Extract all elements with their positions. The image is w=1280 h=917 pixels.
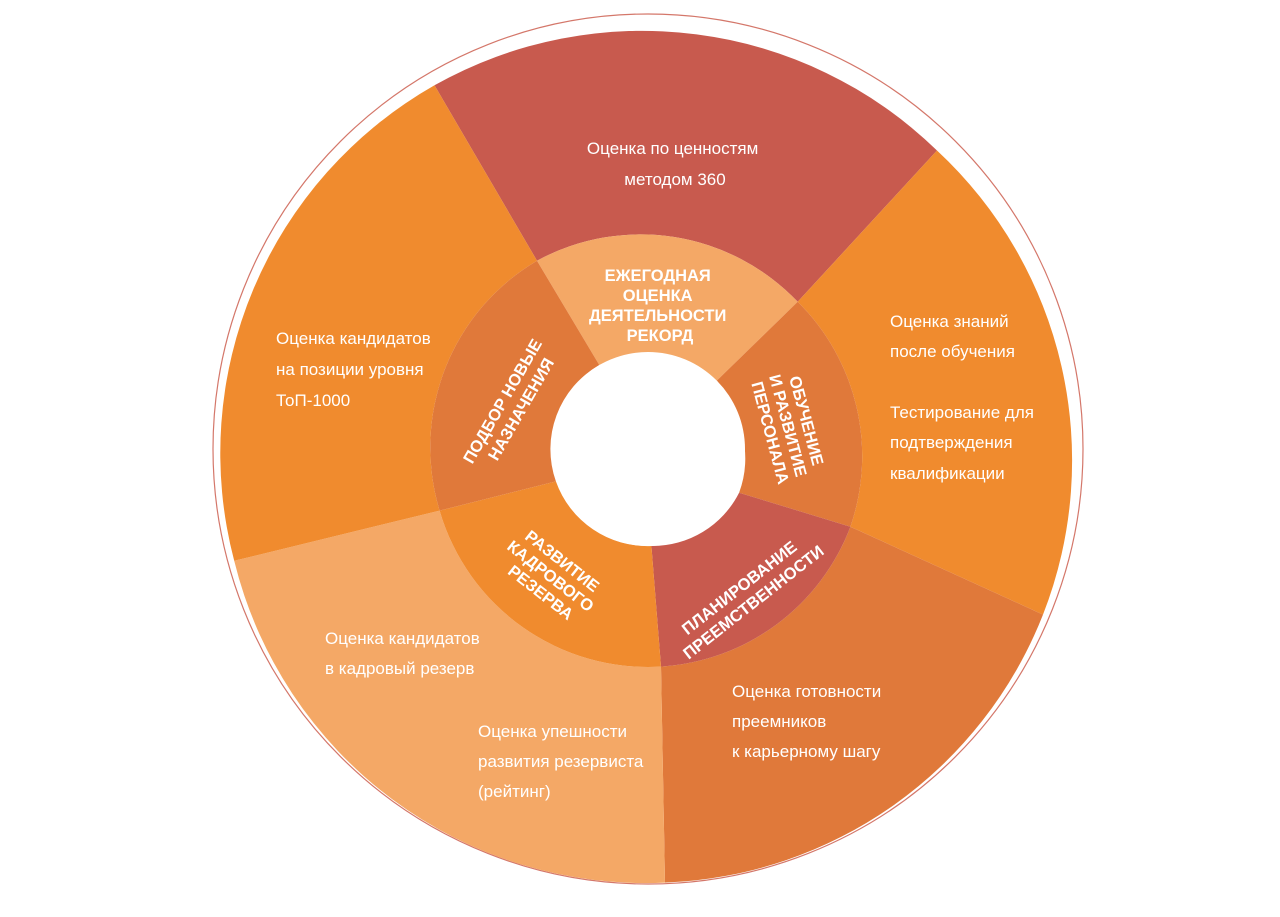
outer-label-reserve-assessment: Оценка кандидатов в кадровый резерв Оцен… <box>325 629 648 801</box>
outer-label-readiness: Оценка готовности преемников к карьерном… <box>732 682 886 761</box>
outer-sector-readiness <box>661 526 1043 883</box>
outer-sector-top1000 <box>220 85 538 561</box>
inner-sector-reserve <box>439 481 661 667</box>
outer-label-top1000: Оценка кандидатов на позиции уровня ТоП-… <box>276 329 436 410</box>
outer-sector-knowledge <box>797 150 1073 615</box>
inner-label-training: ОБУЧЕНИЕ И РАЗВИТИЕ ПЕРСОНАЛА <box>747 368 829 488</box>
inner-sector-record <box>537 234 798 386</box>
outer-label-values: Оценка по ценностям методом 360 <box>587 139 763 189</box>
outer-rim <box>212 13 1084 885</box>
outer-sector-reserve-assessment <box>234 510 665 884</box>
outer-sector-values <box>434 30 937 302</box>
center-hole <box>551 352 745 546</box>
inner-sector-succession <box>651 492 851 667</box>
inner-label-record: ЕЖЕГОДНАЯ ОЦЕНКА ДЕЯТЕЛЬНОСТИ РЕКОРД <box>589 267 731 345</box>
inner-sector-training <box>711 301 863 527</box>
inner-sector-selection <box>430 260 600 511</box>
outer-label-knowledge: Оценка знаний после обучения Тестировани… <box>890 312 1039 483</box>
